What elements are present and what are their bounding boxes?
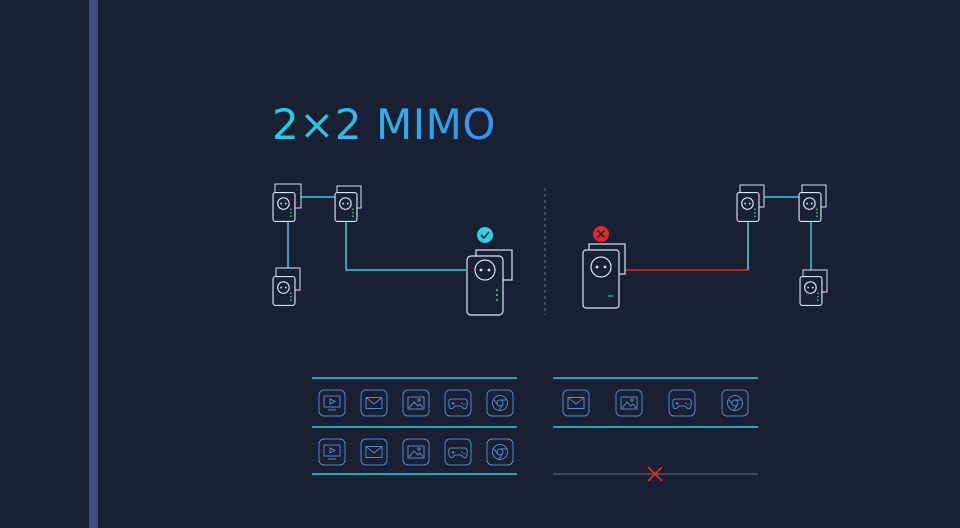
image-icon (615, 389, 643, 417)
gamepad-icon (668, 389, 696, 417)
motion-trail (466, 394, 486, 412)
adapter-left-top-2 (334, 185, 362, 222)
right-link-to-main (622, 214, 749, 271)
stream-failed-icon (647, 466, 663, 482)
mail-icon (562, 389, 590, 417)
motion-trail (648, 394, 668, 412)
status-ok-icon (477, 227, 493, 243)
mail-icon (360, 389, 388, 417)
adapter-right-top-1 (736, 184, 765, 222)
main-adapter-right (582, 243, 626, 309)
left-network (272, 183, 513, 316)
motion-trail (466, 443, 486, 461)
adapter-right-top-2 (798, 184, 827, 222)
stream-row (542, 389, 749, 417)
gamepad-icon (444, 438, 472, 466)
motion-trail (382, 443, 402, 461)
browser-icon (721, 389, 749, 417)
motion-trail (424, 443, 444, 461)
browser-icon (486, 438, 514, 466)
motion-trail (424, 394, 444, 412)
motion-trail (340, 394, 360, 412)
side-accent-bar (89, 0, 98, 528)
browser-icon (486, 389, 514, 417)
motion-trail (595, 394, 615, 412)
adapter-left-bottom (272, 267, 301, 306)
right-streams (542, 377, 758, 482)
right-network (582, 184, 828, 309)
mail-icon (360, 438, 388, 466)
main-adapter-left (466, 249, 513, 316)
motion-trail (298, 394, 318, 412)
left-link-to-main (345, 210, 466, 271)
motion-trail (298, 443, 318, 461)
motion-trail (382, 394, 402, 412)
motion-trail (701, 394, 721, 412)
adapter-right-bottom (799, 269, 828, 306)
stream-row (298, 389, 514, 417)
stream-row (298, 438, 514, 466)
motion-trail (340, 443, 360, 461)
motion-trail (542, 394, 562, 412)
adapter-left-top-1 (272, 183, 302, 222)
left-streams (298, 377, 517, 475)
page-title: 2×2 MIMO (272, 100, 496, 149)
video-icon (318, 389, 346, 417)
status-error-icon (593, 226, 609, 242)
